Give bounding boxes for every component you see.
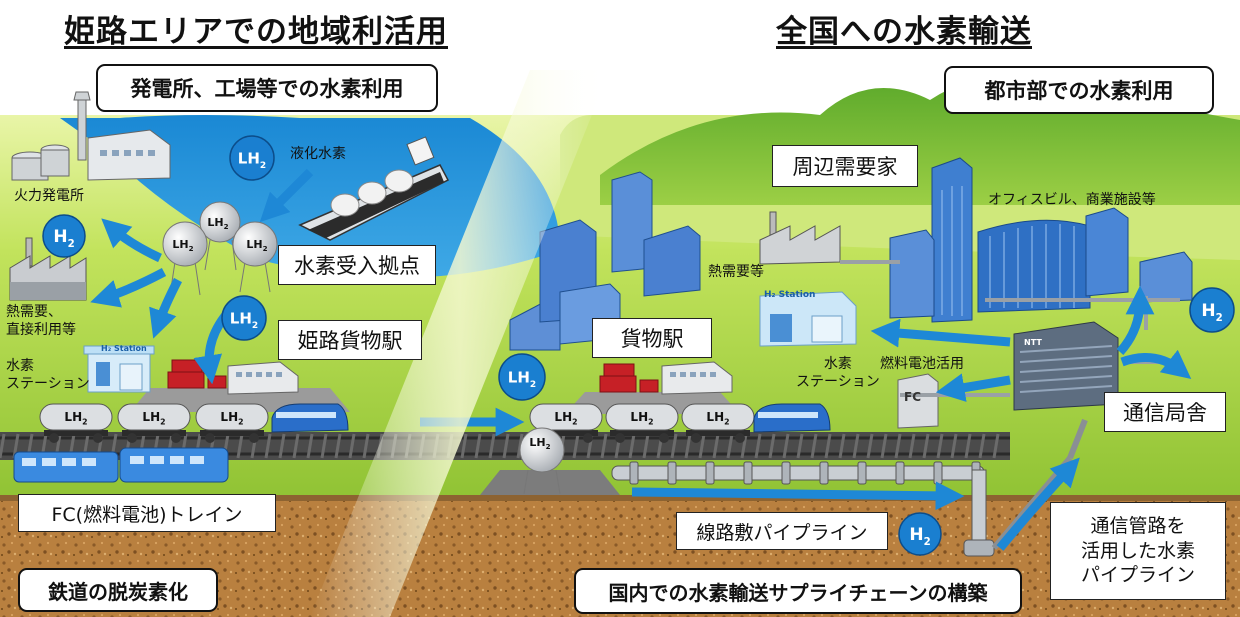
label-office-commercial: オフィスビル、商業施設等 (988, 192, 1156, 208)
box-telecom-building: 通信局舎 (1104, 392, 1226, 432)
h2-station-icon (83, 345, 155, 393)
divider-stripe (310, 70, 610, 617)
station-building-icon (661, 361, 733, 395)
station-building-icon (227, 361, 299, 395)
box-telecom-conduit-pipeline: 通信管路を 活用した水素 パイプライン (1050, 502, 1226, 600)
fuel-cell-unit-icon (897, 373, 939, 429)
label-heat-direct-use: 熱需要、 直接利用等 (6, 304, 76, 338)
box-fc-train: FC(燃料電池)トレイン (18, 494, 276, 532)
lh2-storage-tank-icon (162, 201, 278, 296)
label-fuel-cell-usage: 燃料電池活用 (880, 356, 964, 372)
lh2-storage-tank-icon (519, 427, 565, 495)
locomotive-icon (753, 403, 831, 433)
callout-rail-decarbonization: 鉄道の脱炭素化 (18, 568, 218, 612)
factory-icon (759, 211, 841, 265)
box-hydrogen-receiving-base: 水素受入拠点 (278, 245, 436, 285)
callout-supply-chain: 国内での水素輸送サプライチェーンの構築 (574, 568, 1022, 614)
box-track-pipeline: 線路敷パイプライン (676, 512, 888, 550)
h2-station-sign-right: H₂ Station (764, 290, 816, 300)
h2-station-icon (759, 291, 857, 347)
lh2-tanker-ship-icon (298, 136, 450, 241)
callout-power-plant-usage: 発電所、工場等での水素利用 (96, 64, 438, 112)
lh2-tank-wagon-icon (39, 403, 269, 443)
label-thermal-power-plant: 火力発電所 (14, 188, 84, 204)
flow-arrows (90, 168, 1192, 551)
h2-station-sign-left: H₂ Station (101, 344, 147, 353)
left-section-title: 姫路エリアでの地域利活用 (64, 14, 448, 50)
box-freight-station: 貨物駅 (592, 318, 712, 358)
label-liquid-hydrogen: 液化水素 (290, 146, 346, 162)
right-section-title: 全国への水素輸送 (776, 14, 1032, 50)
thermal-power-plant-icon (11, 91, 171, 181)
track-pipeline-icon (611, 298, 1180, 557)
label-hydrogen-station-right: 水素 ステーション (796, 356, 880, 390)
box-nearby-demand: 周辺需要家 (772, 145, 918, 187)
locomotive-icon (271, 403, 349, 433)
city-buildings-icon (509, 171, 701, 351)
sea (60, 115, 560, 278)
freight-container-icon (599, 363, 659, 393)
label-hydrogen-station-left: 水素 ステーション (6, 358, 90, 392)
factory-icon (9, 237, 87, 301)
box-himeji-freight-station: 姫路貨物駅 (278, 320, 422, 360)
ntt-sign: NTT (1024, 338, 1042, 347)
office-tower-icon (889, 157, 1193, 323)
fc-train-icon (13, 447, 229, 483)
label-heat-demand: 熱需要等 (708, 264, 764, 280)
callout-urban-usage: 都市部での水素利用 (944, 66, 1214, 114)
telecom-building-icon (1013, 321, 1119, 411)
fc-unit-label: FC (904, 390, 922, 404)
